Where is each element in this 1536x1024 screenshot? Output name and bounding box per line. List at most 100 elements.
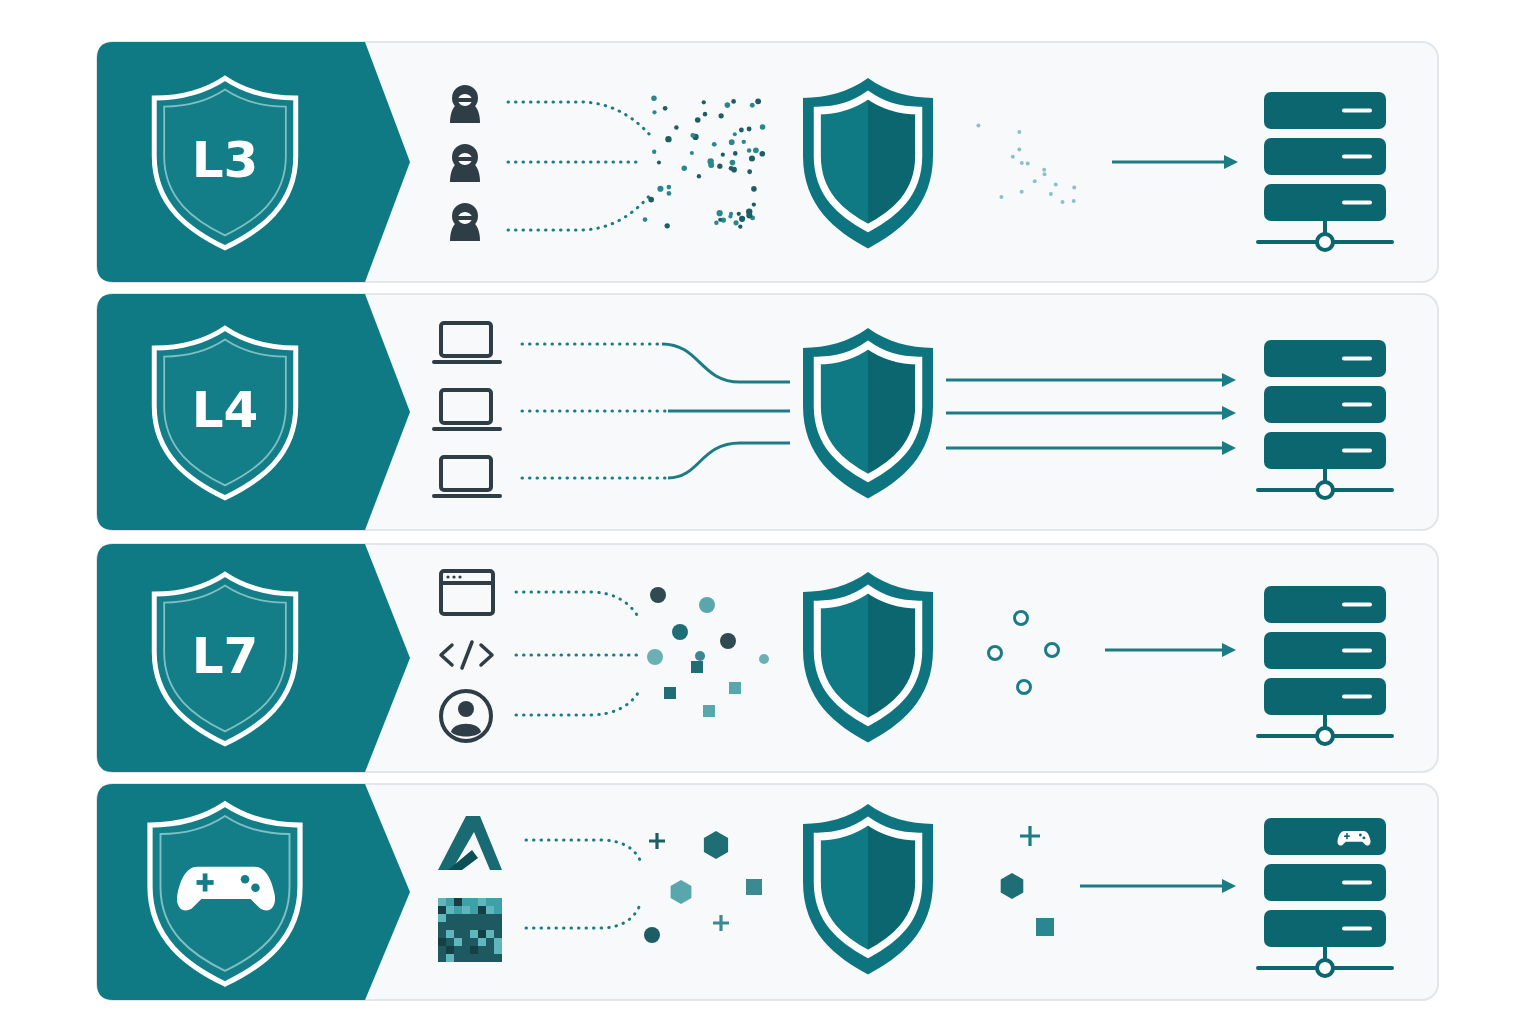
block-texture xyxy=(446,930,454,938)
clean-request xyxy=(1015,612,1028,625)
arrow-head xyxy=(1224,155,1238,169)
shield-shape xyxy=(154,78,296,248)
server-led xyxy=(1344,449,1370,453)
gamepad-dpad xyxy=(1346,833,1348,839)
plus-mark xyxy=(713,915,729,931)
block-texture xyxy=(454,938,462,946)
arrow-head xyxy=(1222,373,1236,387)
attacker-mask xyxy=(458,216,472,220)
attacker-icon xyxy=(450,203,480,241)
packet-dot xyxy=(652,150,656,154)
server-port xyxy=(1317,728,1333,744)
packet-dot xyxy=(739,216,745,222)
packet-dot xyxy=(695,117,701,123)
shield-outer xyxy=(803,572,933,742)
layer-label: L7 xyxy=(192,631,259,681)
server-unit xyxy=(1264,864,1386,901)
packet-dot xyxy=(718,218,722,222)
packet-dot xyxy=(717,164,722,169)
shield-rim xyxy=(817,95,918,228)
packet-dot xyxy=(731,167,737,173)
server-led xyxy=(1344,201,1370,205)
browser-frame xyxy=(441,571,493,614)
shield-outer xyxy=(803,804,933,974)
code-bracket xyxy=(441,645,452,665)
server-icon xyxy=(1258,92,1392,250)
flow-arrow xyxy=(1105,649,1224,652)
packet-dot xyxy=(729,139,735,145)
server-led xyxy=(1344,881,1370,885)
attacker-hood xyxy=(452,144,478,170)
request-dot xyxy=(699,597,715,613)
connection-line xyxy=(662,344,790,382)
block-texture xyxy=(438,914,446,922)
laptop-icon xyxy=(434,457,500,496)
packet-dot xyxy=(747,127,752,132)
shield-badge: L4 xyxy=(150,324,300,502)
shield-right xyxy=(868,821,919,954)
block-texture xyxy=(454,938,462,946)
block-texture xyxy=(486,906,494,914)
user-icon xyxy=(441,691,491,741)
server-unit xyxy=(1264,910,1386,947)
packet-dot xyxy=(667,191,672,196)
block-texture xyxy=(494,946,502,954)
request-square xyxy=(703,705,715,717)
packet-dot xyxy=(747,148,752,153)
server-port xyxy=(1317,234,1333,250)
shield-outer xyxy=(803,328,933,498)
shield-shape xyxy=(154,574,296,744)
block-texture xyxy=(438,906,446,914)
packet-dot xyxy=(657,161,661,165)
filtered-dot xyxy=(1042,168,1046,172)
browser-icon xyxy=(441,571,493,614)
shield-icon xyxy=(803,78,933,248)
filtered-dot xyxy=(1011,155,1015,159)
packet-dot xyxy=(714,221,718,225)
packet-dot xyxy=(747,169,752,174)
server-icon xyxy=(1258,340,1392,498)
packet-dot xyxy=(674,125,679,130)
packet-dot xyxy=(759,151,765,157)
filtered-dot xyxy=(1026,162,1030,166)
server-unit xyxy=(1264,818,1386,855)
block-icon xyxy=(438,898,502,962)
tab-shield-inner xyxy=(161,816,290,971)
gamepad-button xyxy=(1362,836,1365,839)
row-tab xyxy=(97,544,410,772)
shield-right xyxy=(868,95,919,228)
flow-arrow xyxy=(946,379,1224,382)
code-bracket xyxy=(481,645,492,665)
dotted-flow xyxy=(526,840,640,860)
server-icon xyxy=(1258,818,1392,976)
square-mark xyxy=(746,879,762,895)
packet-dot xyxy=(750,103,755,108)
code-icon xyxy=(441,642,492,668)
filtered-dot xyxy=(1072,185,1076,189)
packet-dot xyxy=(657,186,663,192)
attacker-mask xyxy=(458,157,472,161)
server-port xyxy=(1317,482,1333,498)
block-texture xyxy=(494,938,502,946)
packet-dot xyxy=(751,186,757,192)
packet-dot xyxy=(667,185,672,190)
row-card xyxy=(97,42,1438,282)
block-texture xyxy=(486,930,494,938)
request-square xyxy=(664,687,676,699)
block-side xyxy=(438,898,502,962)
connection-line xyxy=(668,443,790,478)
request-dot xyxy=(720,633,736,649)
filtered-dot xyxy=(1020,161,1024,165)
gamepad-body xyxy=(177,867,275,911)
gamepad-dpad xyxy=(203,873,208,891)
dotted-flow xyxy=(508,161,640,164)
shield-right xyxy=(868,589,919,722)
game-logo-a xyxy=(438,816,502,870)
packet-dot xyxy=(648,197,654,203)
shield-inner xyxy=(817,821,918,954)
dotted-flow xyxy=(516,592,640,620)
shield-badge: L3 xyxy=(150,74,300,252)
packet-dot xyxy=(739,127,744,132)
arrow-head xyxy=(1222,406,1236,420)
gamepad-button xyxy=(241,875,250,884)
